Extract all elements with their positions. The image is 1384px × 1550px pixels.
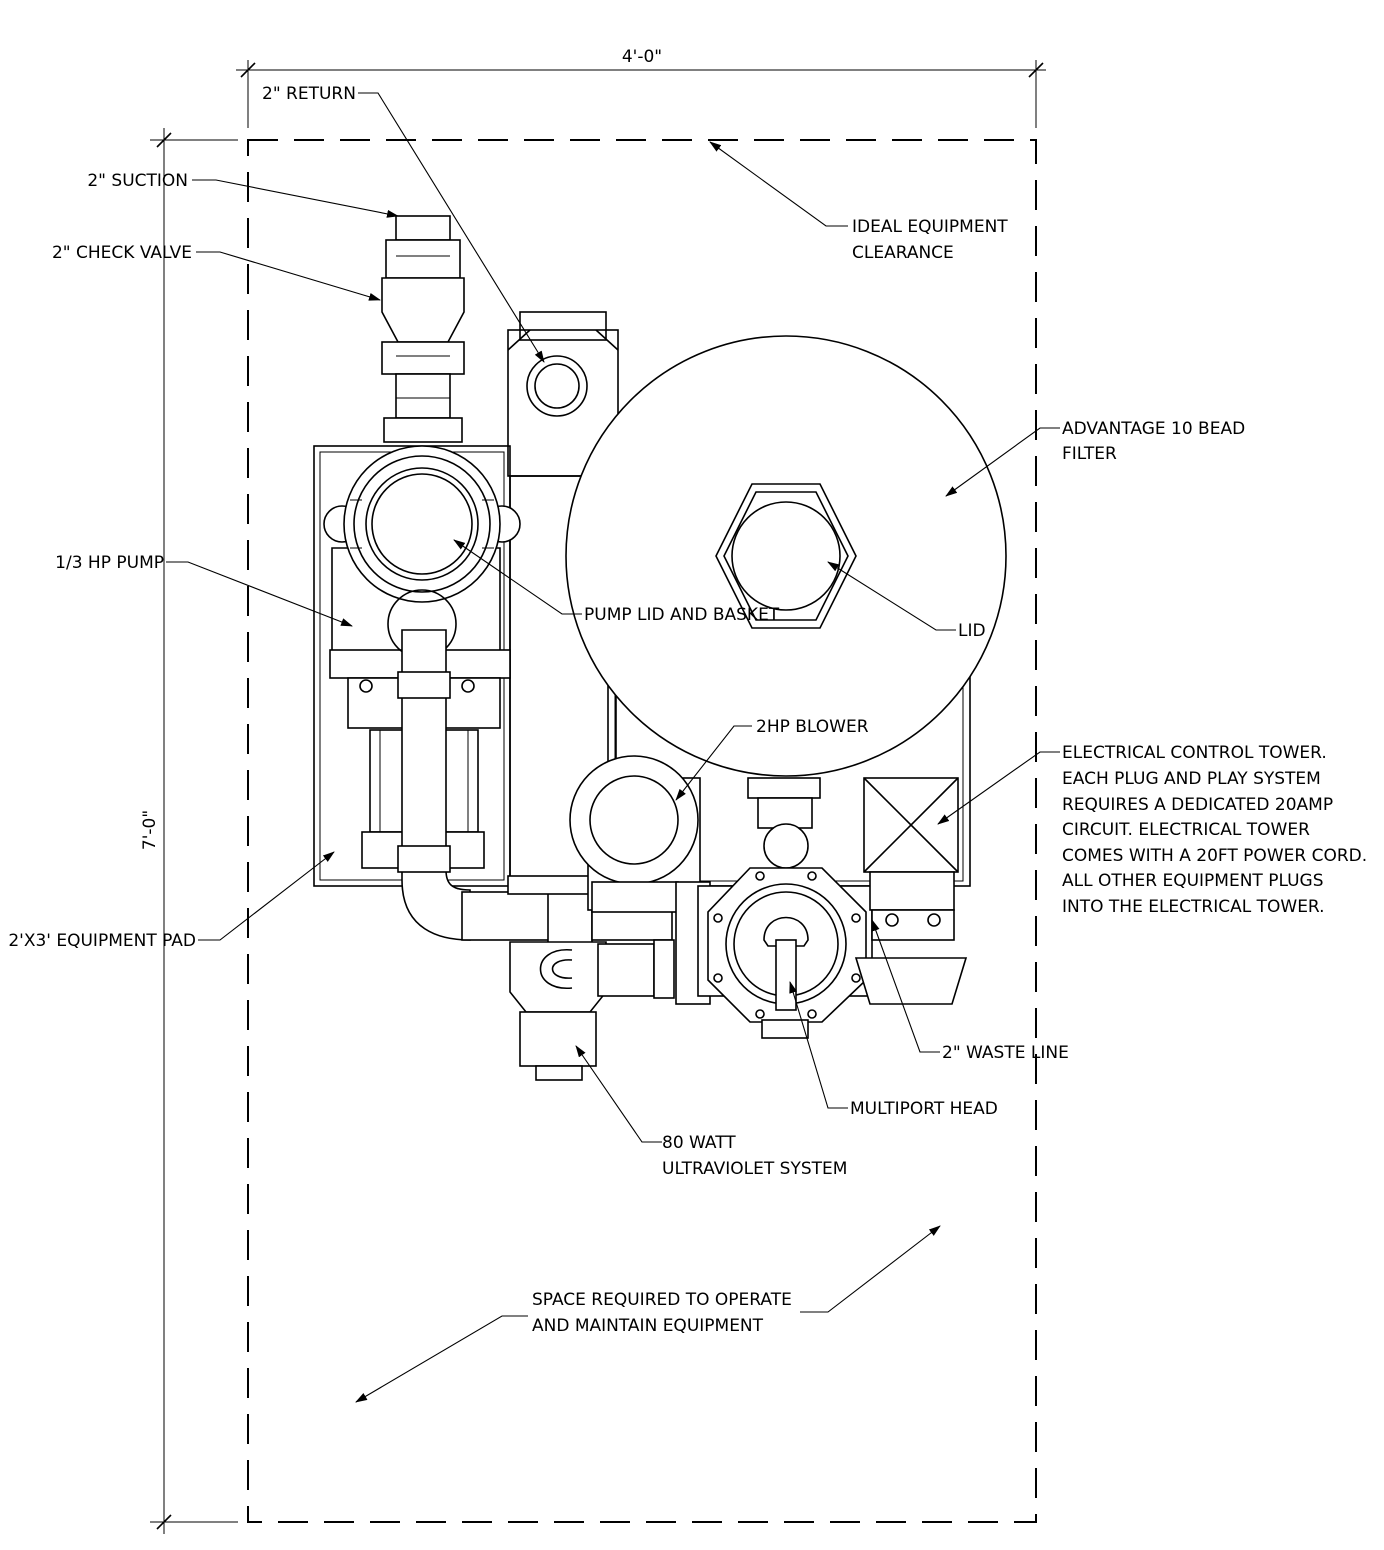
label-control-tower-3: REQUIRES A DEDICATED 20AMP <box>1062 795 1333 815</box>
callout-labels: 2" RETURN 2" SUCTION 2" CHECK VALVE IDEA… <box>8 84 1367 1336</box>
label-pad: 2'X3' EQUIPMENT PAD <box>8 931 196 951</box>
label-control-tower-1: ELECTRICAL CONTROL TOWER. <box>1062 743 1327 763</box>
label-return: 2" RETURN <box>262 84 356 104</box>
label-clearance-1: IDEAL EQUIPMENT <box>852 217 1008 237</box>
label-control-tower-4: CIRCUIT. ELECTRICAL TOWER <box>1062 820 1310 840</box>
width-dimension-label: 4'-0" <box>622 47 662 67</box>
label-filter-2: FILTER <box>1062 444 1117 464</box>
clearance-boundary <box>247 139 1037 1523</box>
label-space-1: SPACE REQUIRED TO OPERATE <box>532 1290 792 1310</box>
label-uv-1: 80 WATT <box>662 1133 736 1153</box>
label-control-tower-6: ALL OTHER EQUIPMENT PLUGS <box>1062 871 1324 891</box>
pump <box>323 445 521 941</box>
height-dimension: 7'-0" <box>140 128 238 1534</box>
label-filter-1: ADVANTAGE 10 BEAD <box>1062 419 1245 439</box>
label-check-valve: 2" CHECK VALVE <box>52 243 192 263</box>
label-space-2: AND MAINTAIN EQUIPMENT <box>532 1316 764 1336</box>
multiport-head <box>675 777 873 1039</box>
leader-lines <box>166 92 1060 1403</box>
height-dimension-label: 7'-0" <box>140 810 160 850</box>
label-waste-line: 2" WASTE LINE <box>942 1043 1069 1063</box>
label-pump-lid: PUMP LID AND BASKET <box>584 605 780 625</box>
pipework <box>461 875 673 945</box>
width-dimension: 4'-0" <box>236 47 1046 128</box>
check-valve-stack <box>381 215 465 443</box>
bead-filter <box>565 335 1007 777</box>
label-pump: 1/3 HP PUMP <box>55 553 164 573</box>
uv-system <box>509 939 675 1081</box>
label-blower: 2HP BLOWER <box>756 717 869 737</box>
label-control-tower-7: INTO THE ELECTRICAL TOWER. <box>1062 897 1325 917</box>
label-lid: LID <box>958 621 986 641</box>
label-clearance-2: CLEARANCE <box>852 243 954 263</box>
label-uv-2: ULTRAVIOLET SYSTEM <box>662 1159 847 1179</box>
label-control-tower-5: COMES WITH A 20FT POWER CORD. <box>1062 846 1367 866</box>
label-control-tower-2: EACH PLUG AND PLAY SYSTEM <box>1062 769 1321 789</box>
label-suction: 2" SUCTION <box>87 171 188 191</box>
electrical-control-tower <box>854 777 968 1005</box>
label-multiport: MULTIPORT HEAD <box>850 1099 998 1119</box>
